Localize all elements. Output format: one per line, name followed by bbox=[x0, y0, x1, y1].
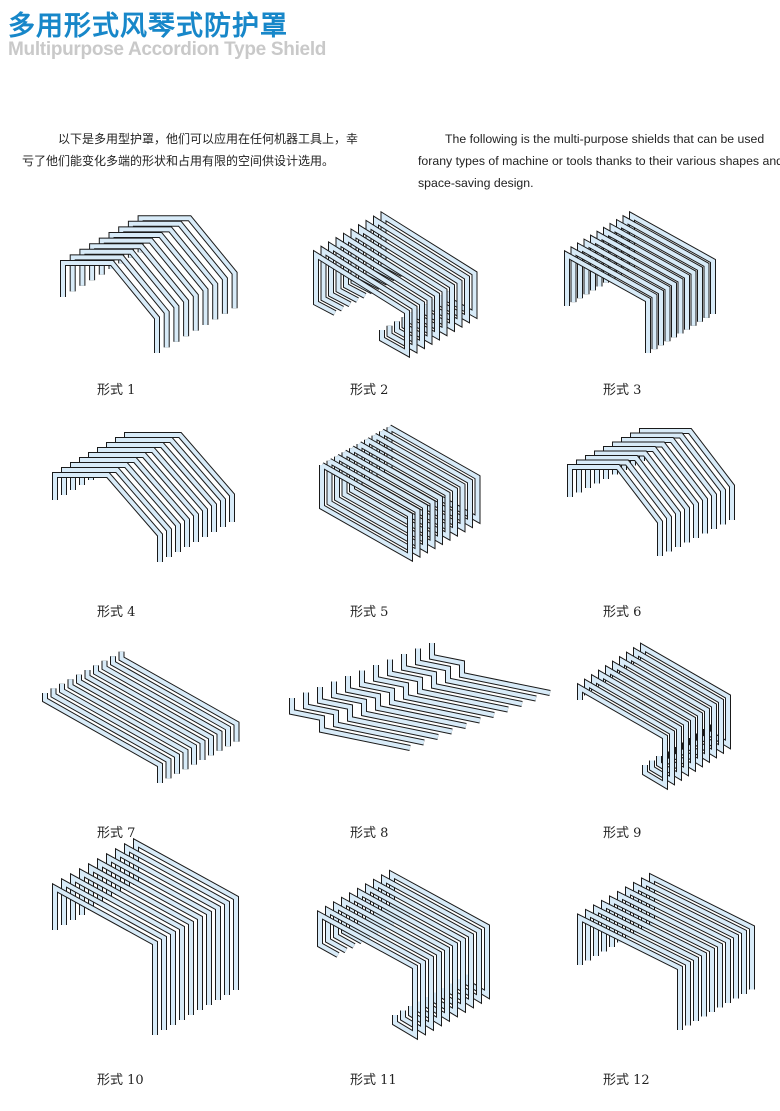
shield-form-8 bbox=[289, 643, 551, 751]
pleat bbox=[318, 911, 417, 1039]
form-label: 形式 1 bbox=[97, 383, 136, 398]
pleat bbox=[321, 247, 417, 353]
shield-form-5 bbox=[319, 424, 481, 563]
pleat bbox=[402, 654, 523, 706]
pleat bbox=[335, 454, 427, 553]
pleat bbox=[62, 468, 171, 557]
intro-english-line: space-saving design. bbox=[418, 176, 534, 190]
page-subtitle: Multipurpose Accordion Type Shield bbox=[8, 39, 327, 60]
intro-english: The following is the multi-purpose shiel… bbox=[418, 128, 780, 194]
shield-form-11 bbox=[317, 869, 490, 1041]
pleat bbox=[430, 643, 551, 695]
shield-form-2 bbox=[313, 210, 478, 359]
form-label: 形式 9 bbox=[603, 826, 642, 841]
shield-form-10 bbox=[52, 837, 239, 1035]
intro-chinese-line: 亏了他们能变化多端的形状和占用有限的空间供设计选用。 bbox=[22, 154, 335, 168]
pleat bbox=[326, 907, 425, 1035]
form-label: 形式 10 bbox=[97, 1073, 144, 1088]
form-label: 形式 8 bbox=[350, 826, 389, 841]
shield-form-7 bbox=[42, 651, 240, 783]
pleat bbox=[68, 679, 188, 770]
pleat bbox=[594, 905, 698, 1021]
pleat bbox=[53, 884, 157, 1035]
pleat bbox=[77, 674, 196, 765]
pleat bbox=[43, 693, 162, 783]
pleat bbox=[578, 914, 682, 1030]
shield-form-12 bbox=[577, 872, 755, 1030]
intro-chinese-line: 以下是多用型护罩，他们可以应用在任何机器工具上，幸 bbox=[58, 132, 359, 146]
form-label: 形式 2 bbox=[350, 383, 389, 398]
shield-form-3 bbox=[564, 210, 716, 353]
pleat bbox=[578, 243, 663, 346]
pleat bbox=[565, 251, 650, 353]
page-title: 多用形式风琴式防护罩 bbox=[8, 11, 288, 42]
shield-form-1 bbox=[60, 215, 238, 353]
form-label: 形式 7 bbox=[97, 826, 136, 841]
pleat bbox=[318, 687, 439, 739]
pleat bbox=[51, 688, 171, 779]
pleat bbox=[70, 255, 169, 348]
pleat bbox=[346, 676, 467, 728]
pleat bbox=[85, 670, 205, 760]
pleat bbox=[327, 459, 420, 557]
pleat bbox=[586, 910, 690, 1026]
intro-english-line: forany types of machine or tools thanks … bbox=[418, 154, 780, 168]
pleat bbox=[60, 260, 160, 353]
pleat bbox=[102, 660, 222, 751]
intro-english-line: The following is the multi-purpose shiel… bbox=[445, 132, 765, 146]
pleat bbox=[577, 460, 671, 552]
shield-form-4 bbox=[52, 432, 235, 562]
pleat bbox=[332, 681, 453, 734]
pleat bbox=[62, 879, 166, 1030]
pleat bbox=[61, 261, 159, 353]
pleat bbox=[329, 242, 424, 348]
pleat bbox=[111, 656, 230, 747]
shield-form-6 bbox=[567, 428, 735, 556]
pleat bbox=[53, 473, 162, 562]
pleat bbox=[360, 670, 481, 723]
shield-form-9 bbox=[577, 642, 731, 791]
pleat bbox=[94, 665, 213, 756]
pleat bbox=[290, 698, 411, 750]
pleat bbox=[60, 683, 179, 774]
pleat bbox=[571, 247, 657, 350]
pleat bbox=[374, 665, 495, 717]
pleat bbox=[388, 659, 509, 712]
form-label: 形式 4 bbox=[97, 605, 136, 620]
pleat bbox=[314, 251, 409, 357]
form-label: 形式 6 bbox=[603, 605, 642, 620]
pleat bbox=[320, 463, 412, 561]
form-label: 形式 12 bbox=[603, 1073, 650, 1088]
form-label: 形式 11 bbox=[350, 1073, 397, 1088]
form-label: 形式 5 bbox=[350, 605, 389, 620]
intro-chinese: 以下是多用型护罩，他们可以应用在任何机器工具上，幸 亏了他们能变化多端的形状和占… bbox=[22, 128, 362, 172]
pleat bbox=[578, 684, 667, 789]
pleat bbox=[119, 651, 239, 742]
pleat bbox=[568, 465, 662, 556]
pleat bbox=[334, 902, 433, 1030]
pleat bbox=[592, 675, 681, 780]
form-label: 形式 3 bbox=[603, 383, 642, 398]
pleat bbox=[416, 648, 537, 701]
pleat bbox=[304, 692, 425, 745]
pleat bbox=[585, 680, 674, 785]
pleat bbox=[567, 464, 663, 556]
